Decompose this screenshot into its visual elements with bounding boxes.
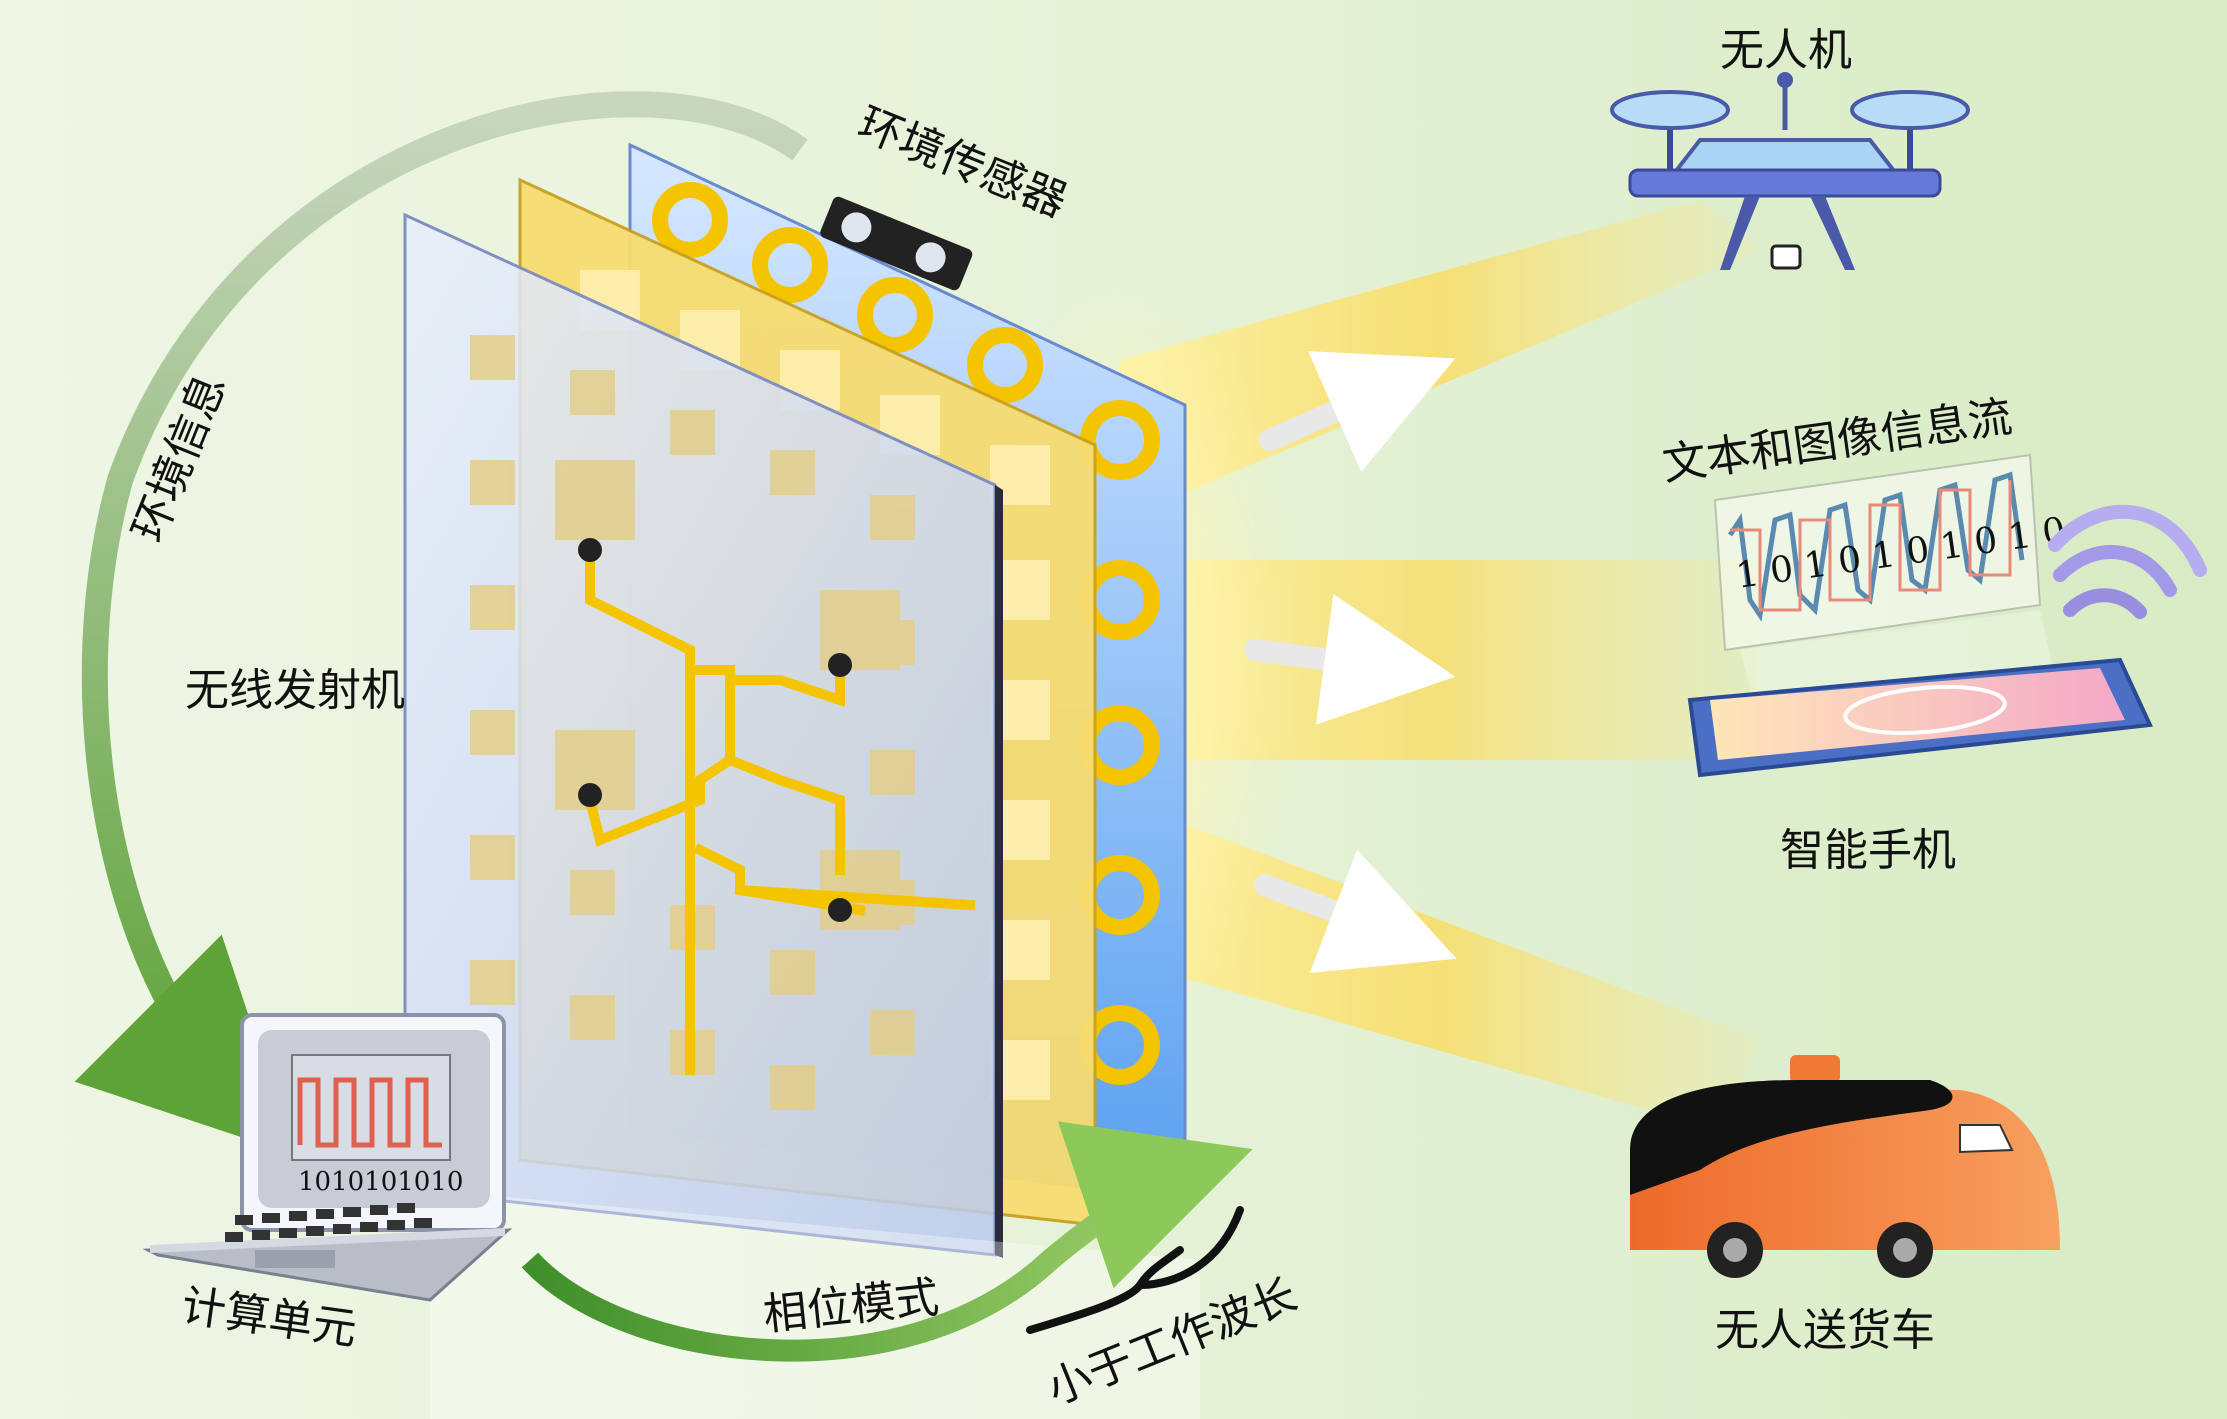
connectors <box>578 538 852 922</box>
computing-unit-label: 计算单元 <box>178 1280 359 1355</box>
wheel-hub-icon <box>1723 1238 1747 1262</box>
beam-arrow-icon <box>1244 593 1456 725</box>
keyboard <box>225 1203 432 1242</box>
beam-arrows <box>1244 351 1457 973</box>
drone-label: 无人机 <box>1720 25 1852 76</box>
vehicle-roof <box>1630 1080 1953 1195</box>
drone-leg <box>1810 196 1855 270</box>
connector-icon <box>578 538 602 562</box>
smartphone: 智能手机 <box>1687 504 2207 876</box>
beam-arrow-icon <box>1254 849 1457 973</box>
brace-icon <box>1026 1206 1244 1334</box>
vehicle-window <box>1959 1124 2014 1154</box>
phase-mode-arc <box>521 1121 1253 1362</box>
connector-icon <box>828 653 852 677</box>
laptop-bits: 1010101010 <box>298 1167 463 1197</box>
beam-arrow-icon <box>1259 351 1456 472</box>
smartphone-label: 智能手机 <box>1780 825 1956 876</box>
drone-arm <box>1628 168 1942 198</box>
delivery-vehicle: 无人送货车 <box>1630 1055 2060 1356</box>
sensor-lens-icon <box>841 212 872 243</box>
drone: 无人机 <box>1610 25 1970 270</box>
env-info-arc <box>74 91 808 1156</box>
metasurface-stack <box>403 142 1200 1419</box>
feed-network <box>583 545 976 1075</box>
wifi-signal-icon <box>2063 588 2147 619</box>
wifi-signal-icon <box>2053 545 2177 597</box>
wifi-signal-icon <box>2048 504 2207 577</box>
wheel-hub-icon <box>1893 1238 1917 1262</box>
delivery-vehicle-label: 无人送货车 <box>1715 1305 1935 1356</box>
propeller-icon <box>1610 90 1730 130</box>
touchpad <box>255 1250 335 1268</box>
env-sensor-label: 环境传感器 <box>851 98 1074 228</box>
vehicle-light <box>1790 1055 1840 1083</box>
connector-icon <box>828 898 852 922</box>
drone-camera-icon <box>1770 244 1802 270</box>
phone-screen <box>1710 668 2125 760</box>
layer-reflection <box>430 1190 1200 1419</box>
environment-sensor <box>820 196 973 291</box>
sensor-lens-icon <box>915 242 946 273</box>
connector-icon <box>578 783 602 807</box>
transmitter-label: 无线发射机 <box>185 665 405 716</box>
laptop: 1010101010 <box>142 1013 513 1302</box>
phone-circle-icon <box>1843 685 2007 735</box>
front-layer-edge <box>995 485 1003 1258</box>
laptop-base-top <box>150 1228 505 1253</box>
propeller-icon <box>1850 90 1970 130</box>
square-wave-overlay-icon <box>1730 480 2012 612</box>
drone-leg <box>1720 196 1760 270</box>
drone-antenna-tip-icon <box>1777 72 1793 88</box>
square-wave-icon <box>297 1077 442 1148</box>
